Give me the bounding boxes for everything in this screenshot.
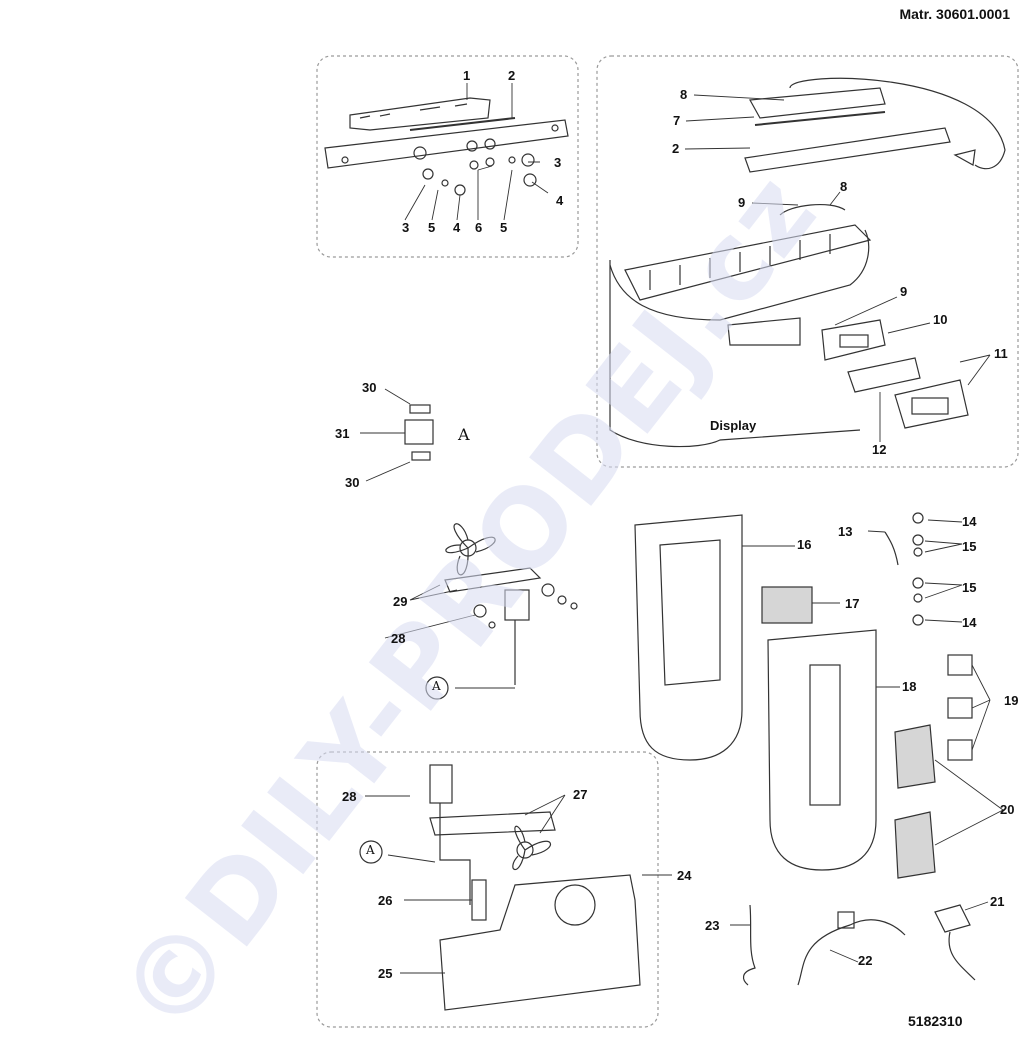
control-strip-assembly	[324, 97, 569, 196]
callout-28-fan: 28	[391, 631, 406, 646]
callout-5-left: 5	[428, 220, 436, 235]
callout-8-top: 8	[680, 87, 688, 102]
callout-10: 10	[933, 312, 948, 327]
capacitor-21	[934, 904, 971, 933]
panel-control-strip	[316, 55, 579, 258]
callout-4-left: 4	[453, 220, 461, 235]
callout-3-right: 3	[554, 155, 562, 170]
rear-fan-assembly	[429, 764, 641, 1011]
callout-14-bottom: 14	[962, 615, 977, 630]
callout-14-top: 14	[962, 514, 977, 529]
callout-15-top: 15	[962, 539, 977, 554]
drawing-code: 5182310	[908, 1013, 963, 1029]
fittings-assembly	[884, 512, 924, 626]
material-code: Matr. 30601.0001	[899, 6, 1010, 22]
callout-28-rear: 28	[342, 789, 357, 804]
panel-rear-fan	[316, 751, 659, 1028]
callout-18: 18	[902, 679, 917, 694]
callout-2-display: 2	[672, 141, 680, 156]
callout-1: 1	[463, 68, 471, 83]
callout-25: 25	[378, 966, 393, 981]
callout-12: 12	[872, 442, 887, 457]
callout-29: 29	[393, 594, 408, 609]
callout-26: 26	[378, 893, 393, 908]
cover-20a	[894, 724, 936, 789]
callout-2-top: 2	[508, 68, 516, 83]
sensor-23	[743, 904, 756, 986]
panel-display	[596, 55, 1019, 468]
callout-21: 21	[990, 894, 1005, 909]
callout-8-mid: 8	[840, 179, 848, 194]
rear-panel-16	[634, 514, 743, 761]
power-cord-22	[797, 919, 906, 986]
ref-marker-relay: A	[458, 425, 470, 444]
callout-22: 22	[858, 953, 873, 968]
relay-assembly	[404, 404, 434, 461]
fan-motor-assembly	[444, 523, 578, 685]
callout-24: 24	[677, 868, 692, 883]
callout-31: 31	[335, 426, 350, 441]
callout-20: 20	[1000, 802, 1015, 817]
callout-9-left: 9	[738, 195, 746, 210]
display-caption: Display	[710, 418, 757, 433]
callout-23: 23	[705, 918, 720, 933]
callout-13: 13	[838, 524, 853, 539]
callout-4-right: 4	[556, 193, 564, 208]
ref-marker-rear: A	[366, 843, 375, 857]
exploded-parts-diagram	[316, 55, 1019, 1028]
callout-27: 27	[573, 787, 588, 802]
callout-16: 16	[797, 537, 812, 552]
filter-17	[761, 586, 813, 624]
ref-circle-a-fan	[425, 676, 449, 700]
rear-panel-18	[767, 629, 877, 871]
callout-3-left: 3	[402, 220, 410, 235]
callout-17: 17	[845, 596, 860, 611]
ref-circle-a-rear	[359, 840, 383, 864]
callout-19: 19	[1004, 693, 1019, 708]
cover-20b	[894, 811, 936, 879]
grille-19b	[947, 697, 973, 719]
callout-15-bottom: 15	[962, 580, 977, 595]
callout-9-right: 9	[900, 284, 908, 299]
grille-19a	[947, 654, 973, 676]
grille-19c	[947, 739, 973, 761]
callout-7: 7	[673, 113, 681, 128]
ref-marker-fan: A	[432, 679, 441, 693]
callout-30-bottom: 30	[345, 475, 360, 490]
display-housing-assembly	[609, 77, 1006, 448]
callout-5-right: 5	[500, 220, 508, 235]
callout-30-top: 30	[362, 380, 377, 395]
callout-6: 6	[475, 220, 483, 235]
callout-11: 11	[994, 346, 1008, 361]
